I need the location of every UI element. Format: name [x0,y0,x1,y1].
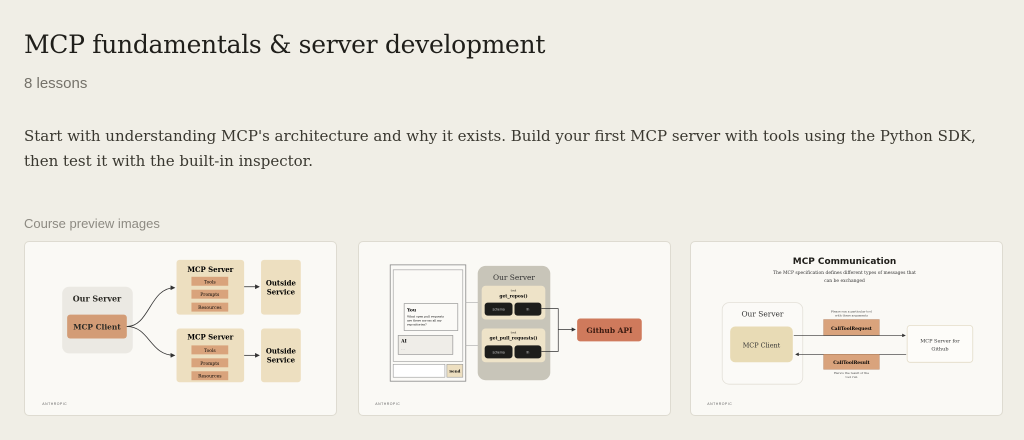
svg-text:MCP Server for: MCP Server for [920,338,960,344]
svg-text:Prompts: Prompts [200,292,220,298]
svg-text:tool: tool [511,289,517,293]
course-description: Start with understanding MCP's architect… [24,127,976,170]
our-server-panel: Our Server tool get_repos() schema fn to… [477,265,551,381]
svg-text:get_repos(): get_repos() [499,293,527,300]
svg-text:Github: Github [931,346,948,352]
diagram-title: MCP Communication [793,257,896,267]
svg-text:with these arguments: with these arguments [835,314,868,318]
svg-text:You: You [406,308,417,314]
svg-text:Please run a particular tool: Please run a particular tool [831,310,872,314]
architecture-diagram: Our Server MCP Client MCP Server Tools P… [42,259,301,406]
lesson-count: 8 lessons [24,75,88,92]
preview-section-label: Course preview images [24,216,160,231]
svg-text:Here's the result of the: Here's the result of the [834,371,869,375]
mcp-client-label: MCP Client [743,341,781,349]
anthropic-watermark: ANTHROPIC [707,402,732,406]
svg-text:are there across all my: are there across all my [407,319,442,323]
github-api-box [577,318,642,342]
preview-image-2[interactable]: You What open pull requests are there ac… [358,241,671,416]
svg-text:fn: fn [526,308,529,312]
github-tools-diagram: You What open pull requests are there ac… [375,264,642,406]
svg-text:CallToolResult: CallToolResult [833,360,870,366]
call-tool-result-box [823,354,880,370]
preview-image-1[interactable]: Our Server MCP Client MCP Server Tools P… [24,241,337,416]
svg-text:get_pull_requests(): get_pull_requests() [489,334,537,341]
mcp-server-github-box [906,325,974,363]
mcp-server-box-bottom: MCP Server Tools Prompts Resources [176,328,245,383]
github-api-label: Github API [586,326,633,335]
svg-text:Send: Send [449,369,460,374]
svg-text:Outside: Outside [266,279,297,288]
diagram-subtitle: The MCP specification defines different … [773,270,916,276]
mcp-communication-diagram: MCP Communication The MCP specification … [707,257,974,406]
mcp-client-label: MCP Client [73,322,121,331]
svg-text:Resources: Resources [198,305,222,311]
mcp-server-box-top: MCP Server Tools Prompts Resources [176,259,245,315]
svg-text:MCP Server: MCP Server [187,265,233,274]
svg-text:Outside: Outside [266,346,297,355]
mcp-client-box [67,314,127,339]
our-server-label: Our Server [73,295,122,304]
svg-text:fn: fn [526,350,529,354]
svg-text:Tools: Tools [204,348,216,354]
svg-text:AI: AI [400,338,407,344]
svg-text:What open pull requests: What open pull requests [407,315,444,319]
svg-text:MCP Server: MCP Server [187,332,233,341]
outside-service-bottom: Outside Service [261,328,301,383]
svg-text:CallToolRequest: CallToolRequest [831,326,873,332]
diagram-subtitle-2: can be exchanged [824,278,865,284]
chat-window: You What open pull requests are there ac… [389,264,467,382]
course-title: MCP fundamentals & server development [24,30,546,59]
svg-text:tool run: tool run [846,375,858,379]
mcp-client-box [730,326,793,363]
svg-text:Service: Service [267,288,296,297]
preview-image-3[interactable]: MCP Communication The MCP specification … [690,241,1003,416]
anthropic-watermark: ANTHROPIC [375,402,400,406]
svg-text:...: ... [401,345,405,350]
our-server-label: Our Server [741,310,783,319]
svg-text:schema: schema [493,308,505,312]
svg-text:repositories?: repositories? [407,323,427,327]
svg-text:Tools: Tools [204,279,216,285]
outside-service-top: Outside Service [261,259,301,315]
svg-text:Service: Service [267,355,296,364]
svg-text:Prompts: Prompts [200,361,220,367]
svg-text:Resources: Resources [198,374,222,380]
svg-text:Our Server: Our Server [493,273,535,282]
anthropic-watermark: ANTHROPIC [42,402,67,406]
svg-text:schema: schema [493,350,505,354]
svg-text:tool: tool [511,330,517,334]
